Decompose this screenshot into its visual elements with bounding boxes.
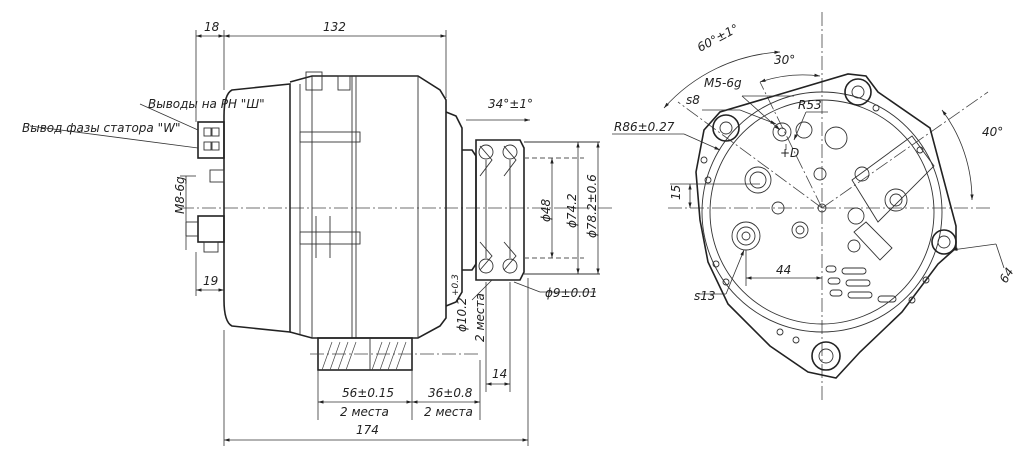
dim-10-places: 2 места [473, 293, 487, 342]
dim-r86: R86±0.27 [614, 120, 675, 134]
regulator-block [851, 135, 935, 223]
through-bolt-upper [299, 131, 361, 143]
dim-56: 56±0.15 [342, 386, 394, 400]
dim-56-places: 2 места [340, 405, 389, 419]
m5-terminal [772, 122, 792, 142]
ear-top [844, 78, 872, 106]
dim-174: 174 [356, 423, 379, 437]
b-plus-terminal [731, 221, 761, 251]
label-stator-phase: Вывод фазы статора "W" [22, 121, 180, 135]
b-plus-stud [185, 215, 225, 253]
ear-bottom [811, 341, 841, 371]
dim-44: 44 [776, 263, 791, 277]
dim-s13: s13 [694, 289, 716, 303]
front-dimensions [612, 50, 1005, 295]
dim-48: ϕ48 [539, 198, 553, 222]
bearing-boss [462, 149, 477, 271]
ear-right [931, 229, 957, 255]
mounting-foot [310, 337, 480, 371]
dim-30-deg: 30° [774, 53, 795, 67]
stator-housing [289, 75, 447, 339]
label-thread-m5: M5-6g [704, 76, 742, 90]
end-frame-outline [695, 73, 957, 379]
dim-64: 64 [997, 265, 1017, 285]
label-thread-m8: M8-6g [173, 176, 187, 214]
dim-10: ϕ10.2 [455, 297, 469, 332]
dim-r53: R53 [798, 98, 822, 112]
dim-19: 19 [203, 274, 218, 288]
end-frame-circle [701, 91, 943, 333]
dim-9: ϕ9±0.01 [545, 286, 597, 300]
dim-14: 14 [492, 367, 507, 381]
terminal-block [197, 121, 225, 183]
dim-s8: s8 [686, 93, 700, 107]
dim-36-places: 2 места [424, 405, 473, 419]
dim-36: 36±0.8 [428, 386, 473, 400]
side-dimensions [29, 30, 600, 446]
vent-slots [825, 265, 897, 303]
dim-10-tol: +0.3 [451, 274, 461, 296]
dim-40-deg: 40° [982, 125, 1003, 139]
dim-15: 15 [669, 185, 683, 200]
dim-74: ϕ74.2 [565, 193, 579, 228]
rear-cover [223, 83, 291, 333]
dim-34-deg: 34°±1° [488, 97, 533, 111]
dim-60-deg: 60°±1° [695, 21, 741, 54]
dim-132: 132 [323, 20, 346, 34]
front-view [668, 12, 990, 400]
side-view [180, 71, 612, 371]
dim-18: 18 [204, 20, 220, 34]
ear-left [712, 114, 740, 142]
front-flange [445, 111, 463, 307]
pulley [475, 139, 525, 281]
dim-78: ϕ78.2±0.6 [585, 174, 599, 238]
label-outputs-pn: Выводы на РН "Ш" [148, 97, 265, 111]
label-plus-d: +D [780, 146, 799, 160]
